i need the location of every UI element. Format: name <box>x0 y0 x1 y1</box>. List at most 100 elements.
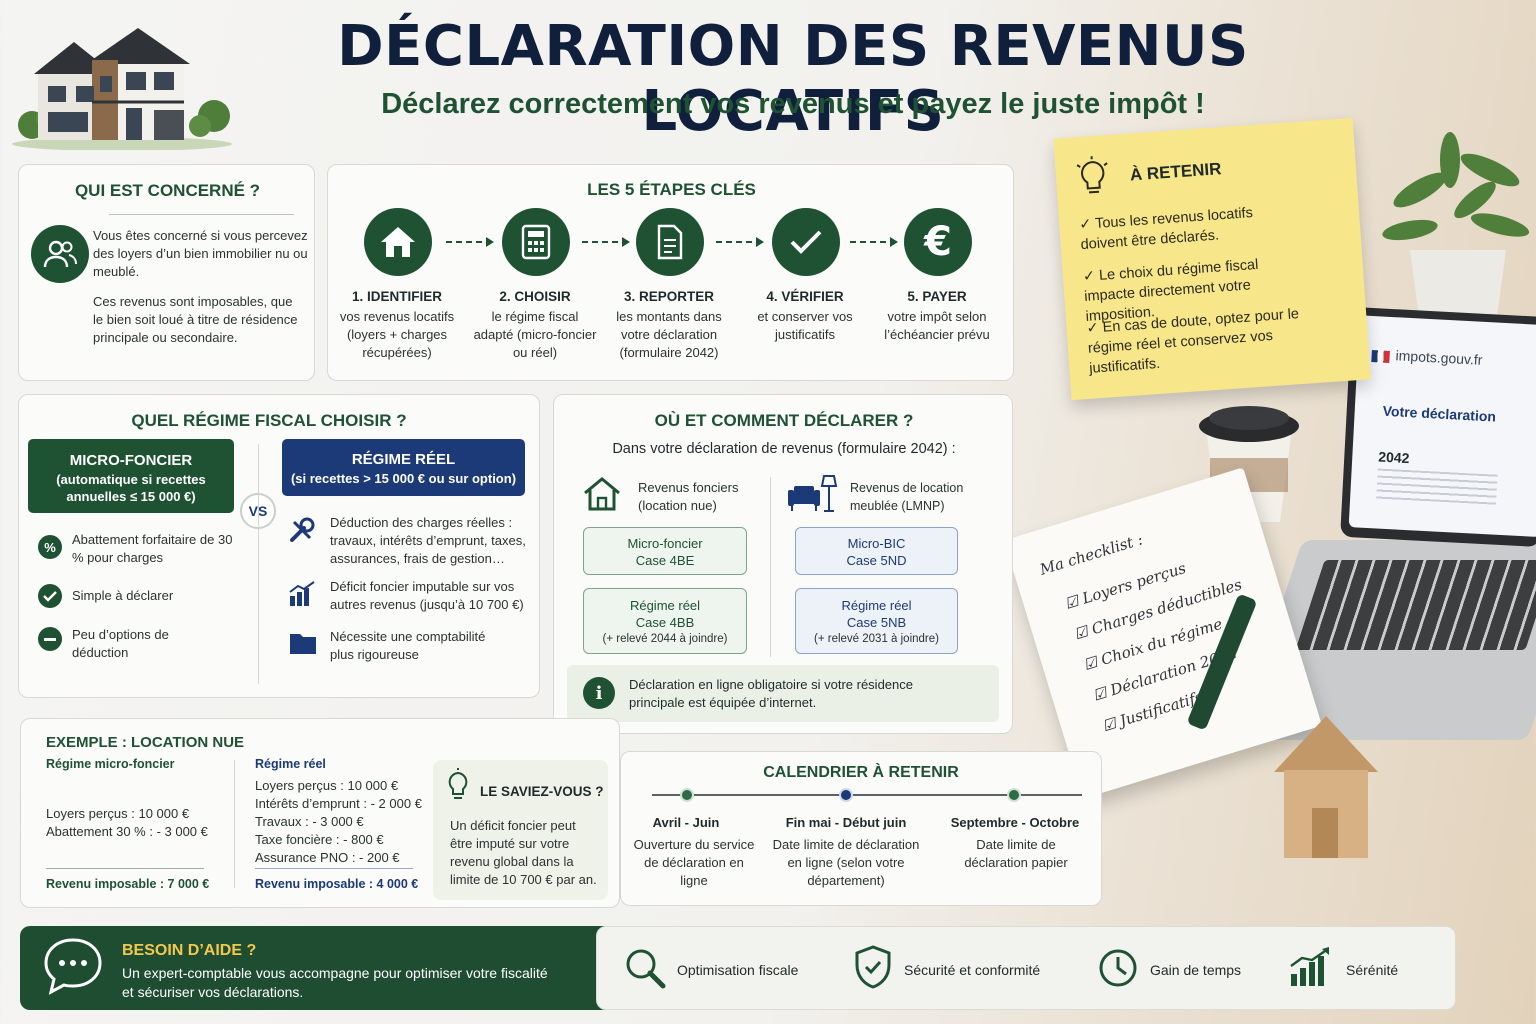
box-line: Micro-foncier <box>627 536 703 551</box>
box-line: Régime réel <box>841 598 912 613</box>
calendar-text: Ouverture du service de déclaration en l… <box>633 837 755 888</box>
box-line: (+ relevé 2031 à joindre) <box>814 633 939 645</box>
benefit-label: Gain de temps <box>1150 962 1242 978</box>
exemple-reel-line: Loyers perçus : 10 000 € <box>255 778 399 793</box>
box-line: Case 4BB <box>635 615 695 630</box>
exemple-reel-title: Régime réel <box>255 757 326 771</box>
checklist-title: Ma checklist : <box>1037 530 1145 579</box>
aide-title: BESOIN D’AIDE ? <box>122 942 257 959</box>
box-line: Case 5NB <box>846 615 907 630</box>
calculator-icon <box>502 208 570 276</box>
wooden-house-decoration <box>1266 712 1386 862</box>
box-line: (+ relevé 2044 à joindre) <box>602 633 728 645</box>
box-line: Micro-BIC <box>847 536 906 551</box>
calendar-text: Date limite de déclaration papier <box>964 837 1068 870</box>
step-arrow <box>582 237 630 247</box>
step-arrow <box>446 237 494 247</box>
house-illustration <box>8 20 236 151</box>
micro-item-3: Peu d’options de déduction <box>72 627 169 660</box>
reel-item-3: Nécessite une comptabilité plus rigoureu… <box>330 629 486 662</box>
saviez-text: Un déficit foncier peut être imputé sur … <box>450 818 597 887</box>
saviez-card <box>433 760 608 900</box>
timeline-dot <box>839 788 853 802</box>
house-outline-icon <box>582 476 622 517</box>
retenir-title: À RETENIR <box>1129 159 1223 185</box>
calendar-period: Avril - Juin <box>652 815 720 830</box>
concerne-text-2: Ces revenus sont imposables, que le bien… <box>93 294 298 345</box>
calendar-text: Date limite de déclaration en ligne (sel… <box>772 837 920 888</box>
retenir-item: ✓ Tous les revenus locatifs doivent être… <box>1078 205 1254 254</box>
growth-chart-icon <box>1288 946 1332 993</box>
reel-item-1: Déduction des charges réelles : travaux,… <box>330 515 526 566</box>
users-icon <box>31 225 89 283</box>
concerne-title: QUI EST CONCERNÉ ? <box>74 181 261 200</box>
calendrier-title: CALENDRIER À RETENIR <box>763 764 959 781</box>
clock-icon <box>1098 948 1138 993</box>
laptop-screen: impots.gouv.fr Votre déclaration 2042 <box>1340 306 1536 548</box>
info-banner: i Déclaration en ligne obligatoire si vo… <box>567 665 999 722</box>
exemple-title: EXEMPLE : LOCATION NUE <box>46 734 245 751</box>
calendar-period: Septembre - Octobre <box>950 815 1080 830</box>
example-divider <box>234 760 235 888</box>
exemple-micro-title: Régime micro-foncier <box>46 757 175 771</box>
minus-circle-icon <box>38 627 62 651</box>
bar-chart-icon <box>288 580 316 613</box>
wrench-icon <box>288 516 316 549</box>
page-subtitle: Déclarez correctement vos revenus et pay… <box>381 88 1205 120</box>
aide-text: Un expert-comptable vous accompagne pour… <box>122 965 548 1000</box>
aide-banner <box>20 926 640 1010</box>
laptop-url: impots.gouv.fr <box>1395 347 1483 368</box>
exemple-reel-line: Assurance PNO : - 200 € <box>255 850 400 865</box>
sofa-lamp-icon <box>786 474 838 519</box>
laptop-keyboard <box>1295 560 1536 650</box>
micro-item-1: Abattement forfaitaire de 30 % pour char… <box>72 532 233 565</box>
exemple-reel-line: Travaux : - 3 000 € <box>255 814 364 829</box>
calendar-period: Fin mai - Début juin <box>785 815 907 830</box>
reel-subtitle: (si recettes > 15 000 € ou sur option) <box>290 471 517 486</box>
micro-subtitle: (automatique si recettes annuelles ≤ 15 … <box>56 472 206 504</box>
micro-item-2: Simple à déclarer <box>72 588 174 603</box>
concerne-text-1: Vous êtes concerné si vous percevez des … <box>93 228 308 279</box>
percent-icon: % <box>38 535 62 559</box>
col2-title: Revenus de location meublée (LMNP) <box>850 481 964 513</box>
calendrier-card <box>620 751 1102 906</box>
reel-title: RÉGIME RÉEL <box>351 451 456 468</box>
shield-icon <box>854 945 892 994</box>
box-line: Case 4BE <box>635 553 695 568</box>
micro-title: MICRO-FONCIER <box>69 452 193 469</box>
benefit-label: Optimisation fiscale <box>677 962 799 978</box>
document-icon <box>636 208 704 276</box>
exemple-reel-result: Revenu imposable : 4 000 € <box>255 877 419 891</box>
regime-reel-header: RÉGIME RÉEL (si recettes > 15 000 € ou s… <box>282 439 525 496</box>
benefit-label: Sécurité et conformité <box>904 962 1041 978</box>
vs-divider <box>258 444 259 684</box>
saviez-title: LE SAVIEZ-VOUS ? <box>480 784 604 799</box>
info-text: Déclaration en ligne obligatoire si votr… <box>629 677 913 710</box>
euro-icon: € <box>904 208 972 276</box>
page-title: DÉCLARATION DES REVENUS LOCATIFS <box>337 14 1249 144</box>
magnifier-icon <box>624 947 666 994</box>
reel-item-2: Déficit foncier imputable sur vos autres… <box>330 579 524 612</box>
exemple-micro-line: Abattement 30 % : - 3 000 € <box>46 824 208 839</box>
house-icon <box>364 208 432 276</box>
timeline-line <box>652 794 1082 796</box>
ou-intro: Dans votre déclaration de revenus (formu… <box>612 441 956 457</box>
etapes-title: LES 5 ÉTAPES CLÉS <box>587 180 756 199</box>
micro-divider <box>46 868 204 869</box>
box-line: Régime réel <box>629 598 701 613</box>
check-circle-icon <box>38 584 62 608</box>
reel-divider <box>255 868 413 869</box>
micro-foncier-header: MICRO-FONCIER (automatique si recettes a… <box>28 439 234 513</box>
retenir-note: À RETENIR ✓ Tous les revenus locatifs do… <box>1053 117 1371 401</box>
chat-bubble-icon <box>42 936 104 1003</box>
timeline-dot <box>680 788 694 802</box>
concerne-card: QUI EST CONCERNÉ ? Vous êtes concerné si… <box>18 164 315 381</box>
